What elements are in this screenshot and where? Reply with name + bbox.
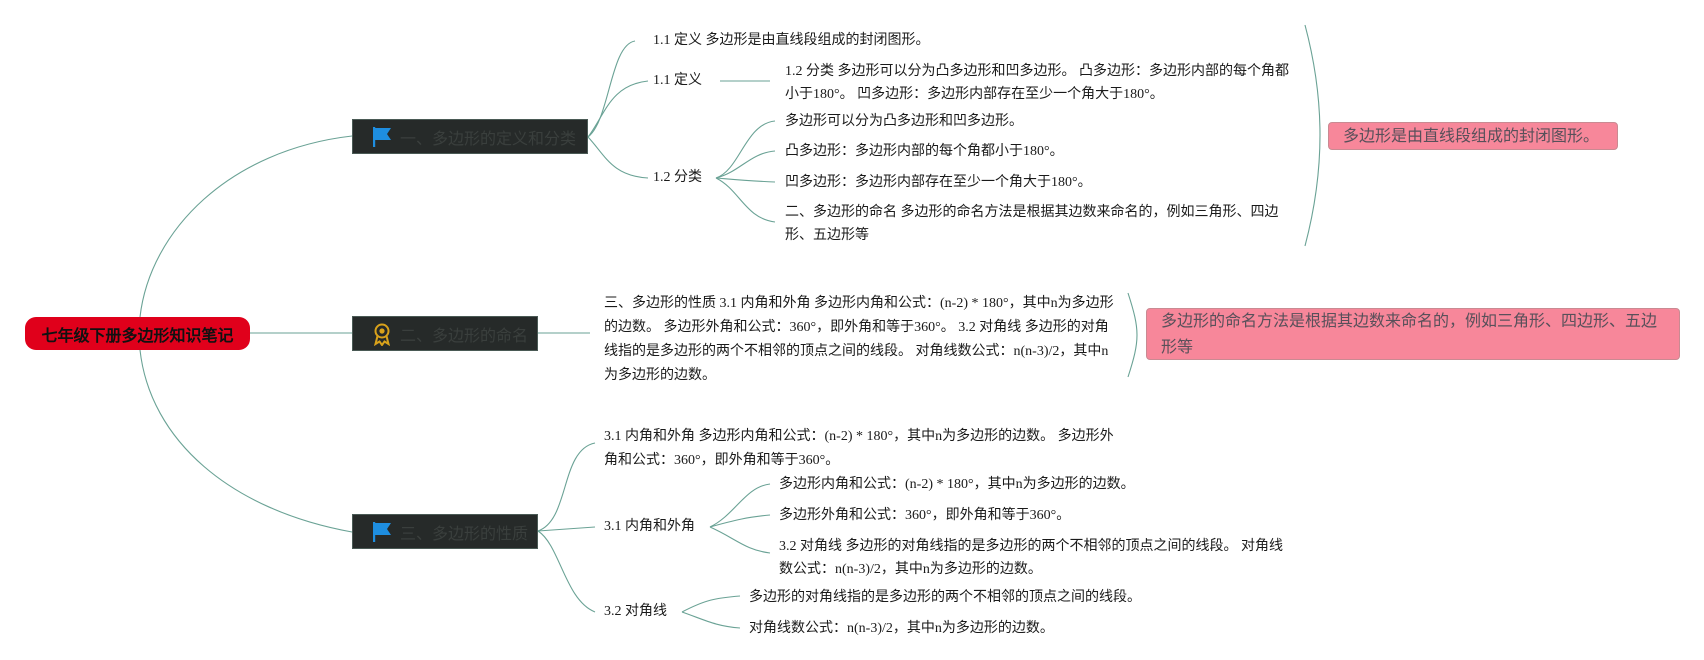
topic-node[interactable]: 3.1 内角和外角 多边形内角和公式：(n-2) * 180°，其中n为多边形的… bbox=[604, 429, 1114, 468]
subtopic-label[interactable]: 3.2 对角线 bbox=[604, 604, 667, 619]
topic-node[interactable]: 多边形内角和公式：(n-2) * 180°，其中n为多边形的边数。 bbox=[779, 477, 1135, 492]
topic-node[interactable]: 3.2 对角线 多边形的对角线指的是多边形的两个不相邻的顶点之间的线段。 对角线… bbox=[779, 539, 1283, 577]
branch-label: 三、多边形的性质 bbox=[400, 523, 529, 543]
topic-node[interactable]: 多边形外角和公式：360°，即外角和等于360°。 bbox=[779, 508, 1071, 523]
subtopic-label[interactable]: 1.2 分类 bbox=[653, 170, 702, 185]
topic-node[interactable]: 凹多边形：多边形内部存在至少一个角大于180°。 bbox=[785, 175, 1092, 190]
branch-label: 二、多边形的命名 bbox=[400, 325, 529, 345]
subtopic-label[interactable]: 1.1 定义 bbox=[653, 73, 702, 88]
root-topic[interactable]: 七年级下册多边形知识笔记 bbox=[25, 317, 250, 350]
award-medal-icon bbox=[370, 322, 394, 346]
subtopic-label[interactable]: 3.1 内角和外角 bbox=[604, 519, 695, 534]
topic-node[interactable]: 1.1 定义 多边形是由直线段组成的封闭图形。 bbox=[653, 33, 930, 48]
branch-topic-definition[interactable]: 一、多边形的定义和分类 bbox=[352, 119, 588, 154]
branch-topic-properties[interactable]: 三、多边形的性质 bbox=[352, 514, 538, 549]
topic-node[interactable]: 多边形可以分为凸多边形和凹多边形。 bbox=[785, 114, 1023, 129]
summary-note[interactable]: 多边形是由直线段组成的封闭图形。 bbox=[1328, 122, 1618, 150]
flag-icon bbox=[370, 125, 394, 149]
topic-node[interactable]: 三、多边形的性质 3.1 内角和外角 多边形内角和公式：(n-2) * 180°… bbox=[604, 296, 1114, 383]
topic-node[interactable]: 1.2 分类 多边形可以分为凸多边形和凹多边形。 凸多边形：多边形内部的每个角都… bbox=[785, 64, 1289, 102]
topic-node[interactable]: 对角线数公式：n(n-3)/2，其中n为多边形的边数。 bbox=[749, 621, 1054, 636]
flag-icon bbox=[370, 520, 394, 544]
branch-label: 一、多边形的定义和分类 bbox=[400, 128, 577, 148]
topic-node[interactable]: 二、多边形的命名 多边形的命名方法是根据其边数来命名的，例如三角形、四边形、五边… bbox=[785, 205, 1279, 243]
topic-node[interactable]: 多边形的对角线指的是多边形的两个不相邻的顶点之间的线段。 bbox=[749, 590, 1141, 605]
branch-topic-naming[interactable]: 二、多边形的命名 bbox=[352, 316, 538, 351]
summary-note[interactable]: 多边形的命名方法是根据其边数来命名的，例如三角形、四边形、五边形等 bbox=[1146, 308, 1680, 360]
topic-node[interactable]: 凸多边形：多边形内部的每个角都小于180°。 bbox=[785, 144, 1064, 159]
